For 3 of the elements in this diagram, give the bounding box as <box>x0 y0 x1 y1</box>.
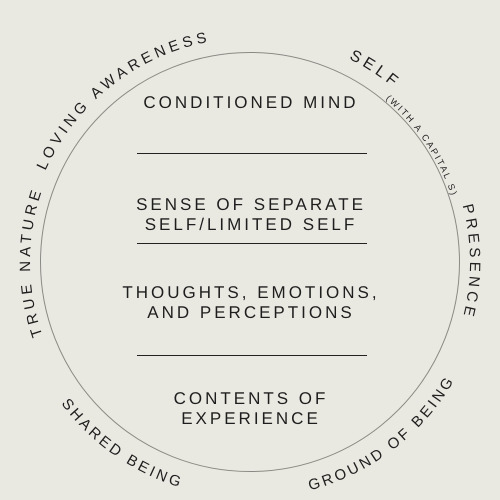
circle-text: SENSE OF SEPARATE SELF/LIMITED SELF <box>135 195 367 235</box>
circle-text: CONTENTS OF EXPERIENCE <box>172 389 330 429</box>
circle-text: THOUGHTS, EMOTIONS, AND PERCEPTIONS <box>121 283 381 323</box>
